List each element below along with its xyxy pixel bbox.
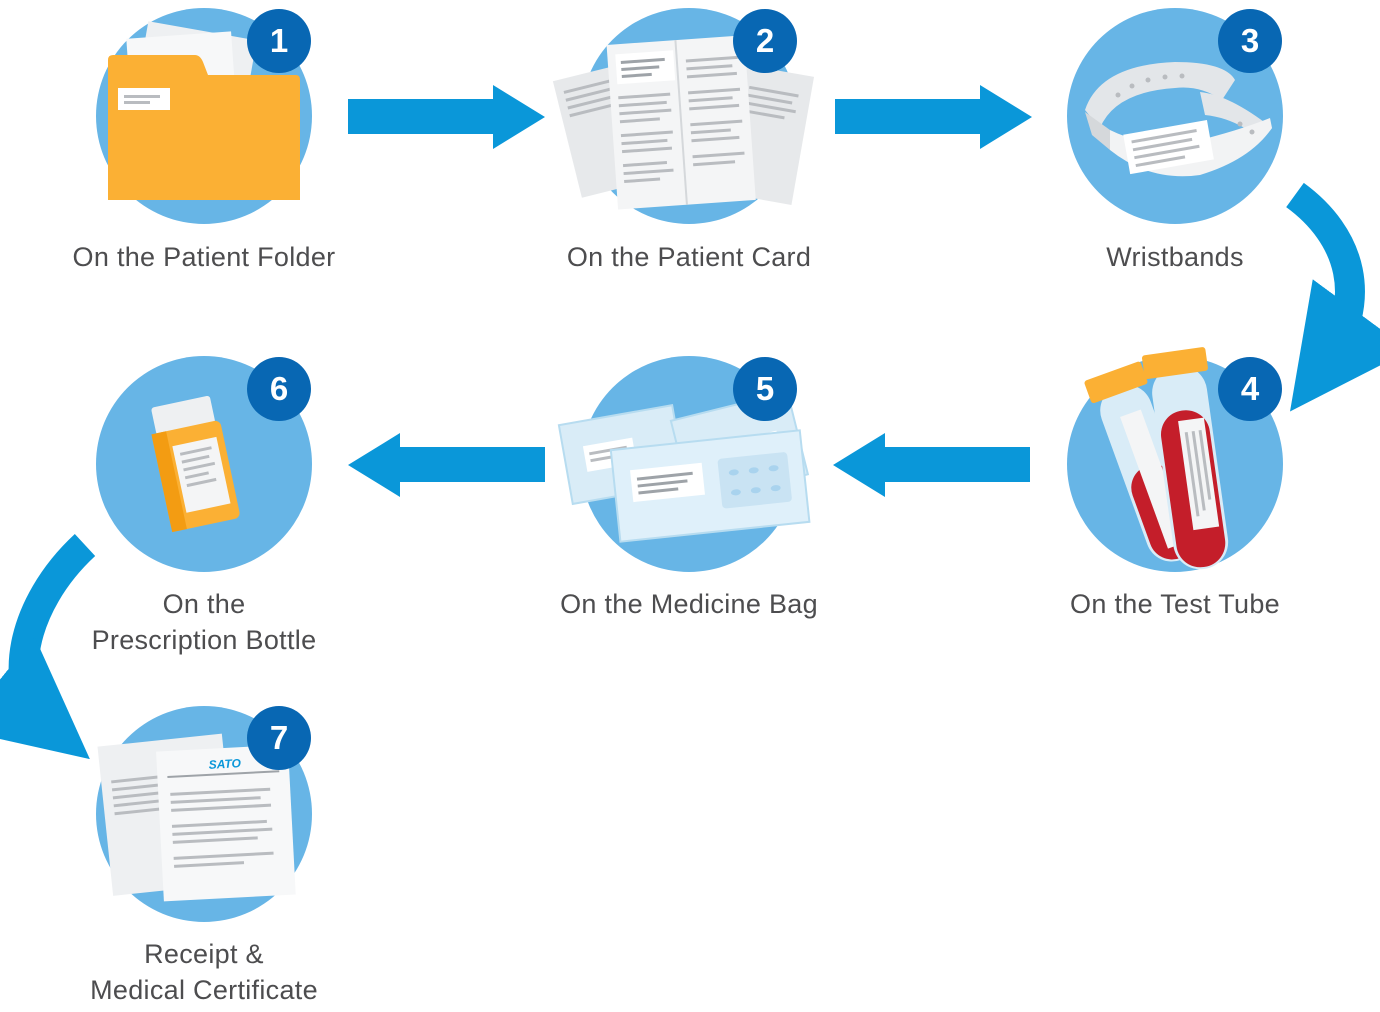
arrow-4-to-5 xyxy=(833,433,1030,497)
step-1-label: On the Patient Folder xyxy=(72,242,336,272)
sato-logo: SATO xyxy=(208,756,242,772)
arrow-2-to-3 xyxy=(835,85,1032,149)
step-7-badge: 7 xyxy=(247,706,311,770)
step-1-badge: 1 xyxy=(247,9,311,73)
wristbands-icon xyxy=(1085,62,1272,177)
step-3-label: Wristbands xyxy=(1106,242,1244,272)
step-6-label-line-2: Prescription Bottle xyxy=(91,625,317,655)
step-6-label-line-1: On the xyxy=(162,589,246,619)
patient-card-icon xyxy=(552,35,815,210)
step-7-label-line-2: Medical Certificate xyxy=(90,975,318,1005)
step-7-label-line-1: Receipt & xyxy=(144,939,264,969)
step-3-badge: 3 xyxy=(1218,9,1282,73)
prescription-bottle-icon xyxy=(151,395,240,533)
step-6-badge: 6 xyxy=(247,357,311,421)
arrow-3-to-4 xyxy=(1285,182,1380,412)
receipt-certificate-icon: SATO xyxy=(97,733,296,902)
step-5-label: On the Medicine Bag xyxy=(560,589,818,619)
step-5-badge: 5 xyxy=(733,357,797,421)
arrow-6-to-7 xyxy=(0,533,96,760)
step-4-label: On the Test Tube xyxy=(1070,589,1280,619)
step-6-label: On the Prescription Bottle xyxy=(92,586,317,658)
arrow-1-to-2 xyxy=(348,85,545,149)
step-4-badge: 4 xyxy=(1218,357,1282,421)
test-tube-icon xyxy=(1084,347,1229,570)
step-2-label: On the Patient Card xyxy=(566,242,812,272)
patient-folder-icon xyxy=(108,21,300,200)
step-7-label: Receipt & Medical Certificate xyxy=(90,936,318,1008)
arrow-5-to-6 xyxy=(348,433,545,497)
step-2-badge: 2 xyxy=(733,9,797,73)
